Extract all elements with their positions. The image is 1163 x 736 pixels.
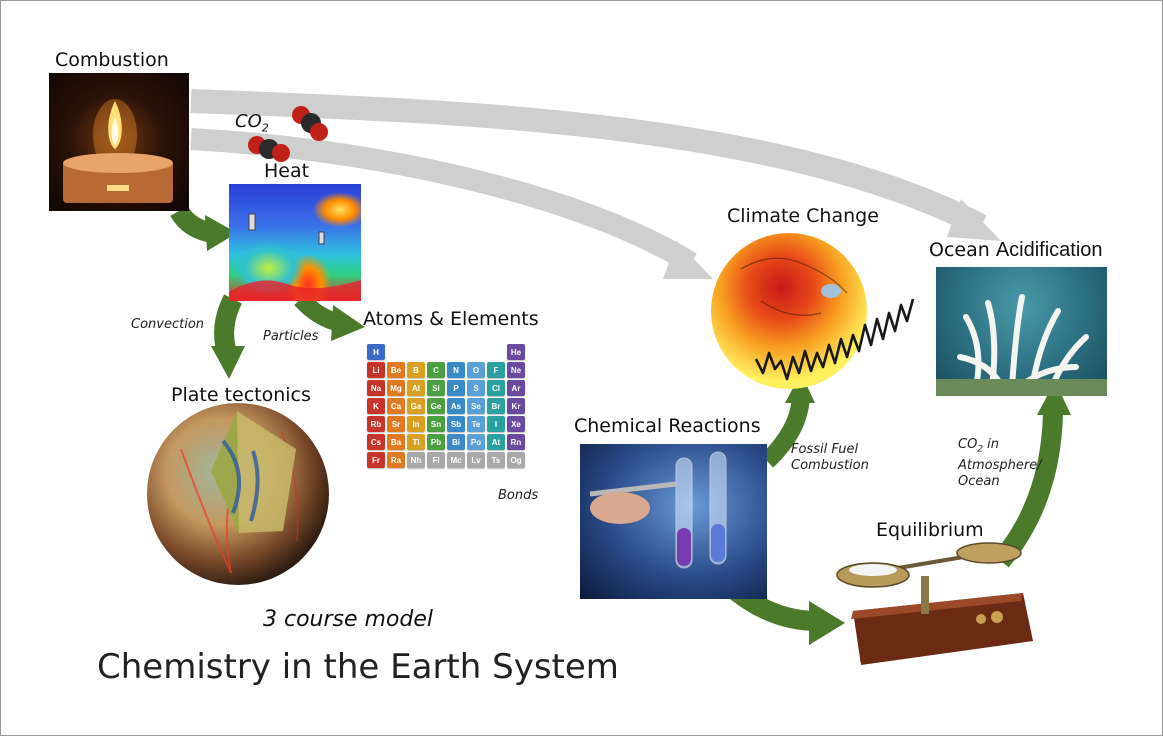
co2-atmosphere-line3: Ocean	[958, 473, 1000, 489]
element-tile: Mg	[387, 380, 405, 396]
element-tile: Rb	[367, 416, 385, 432]
element-tile: Rn	[507, 434, 525, 450]
element-tile: Te	[467, 416, 485, 432]
main-title: Chemistry in the Earth System	[97, 647, 619, 687]
element-tile: Ba	[387, 434, 405, 450]
convection-label: Convection	[131, 317, 205, 332]
candle-flame-icon	[63, 99, 173, 203]
element-tile: Sr	[387, 416, 405, 432]
coral-icon	[936, 294, 1107, 396]
element-tile: Nh	[407, 452, 425, 468]
candle-photo	[49, 73, 189, 211]
arrow-fossil-fuel	[760, 396, 810, 468]
element-tile: N	[447, 362, 465, 378]
arrow-head-ocean	[1037, 381, 1071, 415]
co2-atmosphere-line1: CO2 in	[958, 437, 1042, 458]
element-tile: Cs	[367, 434, 385, 450]
element-tile: Ga	[407, 398, 425, 414]
element-tile: Sb	[447, 416, 465, 432]
element-tile: Al	[407, 380, 425, 396]
element-tile: Po	[467, 434, 485, 450]
element-tile: Ge	[427, 398, 445, 414]
chemical-reactions-label: Chemical Reactions	[574, 415, 761, 437]
heat-map-image	[229, 184, 361, 301]
co2-label: CO2	[235, 111, 269, 135]
element-tile: Fl	[427, 452, 445, 468]
element-tile: Lv	[467, 452, 485, 468]
element-tile: B	[407, 362, 425, 378]
element-tile: Xe	[507, 416, 525, 432]
test-tubes-photo	[580, 444, 767, 599]
element-tile: C	[427, 362, 445, 378]
element-tile: H	[367, 344, 385, 360]
co2-arrow-head-climate	[663, 241, 713, 279]
co2-arrow-head-ocean	[947, 199, 1001, 241]
arrow-head-climate	[785, 373, 815, 403]
element-tile: Sn	[427, 416, 445, 432]
bleached-coral-photo	[936, 267, 1107, 396]
element-tile: F	[487, 362, 505, 378]
fossil-fuel-line2: Combustion	[791, 458, 869, 473]
element-tile: Og	[507, 452, 525, 468]
co2-atmosphere-line2: Atmosphere/	[958, 457, 1042, 473]
element-tile: P	[447, 380, 465, 396]
element-tile: Ar	[507, 380, 525, 396]
element-tile: Li	[367, 362, 385, 378]
co2-label-sub: 2	[261, 121, 269, 135]
element-tile: Pb	[427, 434, 445, 450]
heat-label: Heat	[264, 160, 310, 182]
arrow-convection	[214, 294, 243, 356]
co2-atm-base: CO	[958, 437, 978, 452]
element-tile: Tl	[407, 434, 425, 450]
element-tile: Si	[427, 380, 445, 396]
climate-change-label: Climate Change	[727, 205, 879, 227]
co2-atm-rest: in	[983, 437, 1000, 452]
ocean-acidification-label: Ocean Acidification	[929, 239, 1103, 262]
element-tile: At	[487, 434, 505, 450]
element-tile: Ne	[507, 362, 525, 378]
element-tile: As	[447, 398, 465, 414]
element-tile: Bi	[447, 434, 465, 450]
equilibrium-label: Equilibrium	[876, 519, 984, 541]
element-tile: Se	[467, 398, 485, 414]
element-tile: S	[467, 380, 485, 396]
co2-arrow-to-ocean	[190, 89, 987, 237]
element-tile: Ra	[387, 452, 405, 468]
fossil-fuel-line1: Fossil Fuel	[791, 442, 859, 457]
element-tile: Ca	[387, 398, 405, 414]
element-tile: Ts	[487, 452, 505, 468]
plate-tectonics-label: Plate tectonics	[171, 384, 311, 406]
bonds-label: Bonds	[498, 488, 539, 503]
arrow-head-atoms	[331, 305, 365, 341]
element-tile: Na	[367, 380, 385, 396]
ocean-label-plain: Ocean	[929, 239, 996, 261]
element-tile: K	[367, 398, 385, 414]
element-tile: I	[487, 416, 505, 432]
particles-label: Particles	[263, 329, 319, 344]
element-tile: In	[407, 416, 425, 432]
element-tile: Mc	[447, 452, 465, 468]
co2-atm-sub: 2	[977, 444, 984, 455]
arrow-head-heat	[205, 215, 237, 251]
co2-atmosphere-label: CO2 in Atmosphere/ Ocean	[958, 437, 1042, 490]
element-tile: Be	[387, 362, 405, 378]
element-tile: He	[507, 344, 525, 360]
combustion-label: Combustion	[55, 49, 169, 71]
heat-probe-icons	[229, 213, 361, 301]
element-tile: Fr	[367, 452, 385, 468]
arrow-head-plate	[211, 346, 245, 379]
co2-label-base: CO	[235, 111, 262, 132]
arrow-head-equilibrium	[809, 601, 845, 645]
ocean-label-bold: Acidification	[995, 239, 1103, 261]
fossil-fuel-label: Fossil Fuel Combustion	[791, 442, 869, 474]
element-tile: O	[467, 362, 485, 378]
atoms-elements-label: Atoms & Elements	[363, 308, 539, 330]
element-tile: Cl	[487, 380, 505, 396]
test-tube-icon	[589, 451, 727, 569]
element-tile: Kr	[507, 398, 525, 414]
course-model-subtitle: 3 course model	[263, 607, 434, 632]
element-tile: Br	[487, 398, 505, 414]
